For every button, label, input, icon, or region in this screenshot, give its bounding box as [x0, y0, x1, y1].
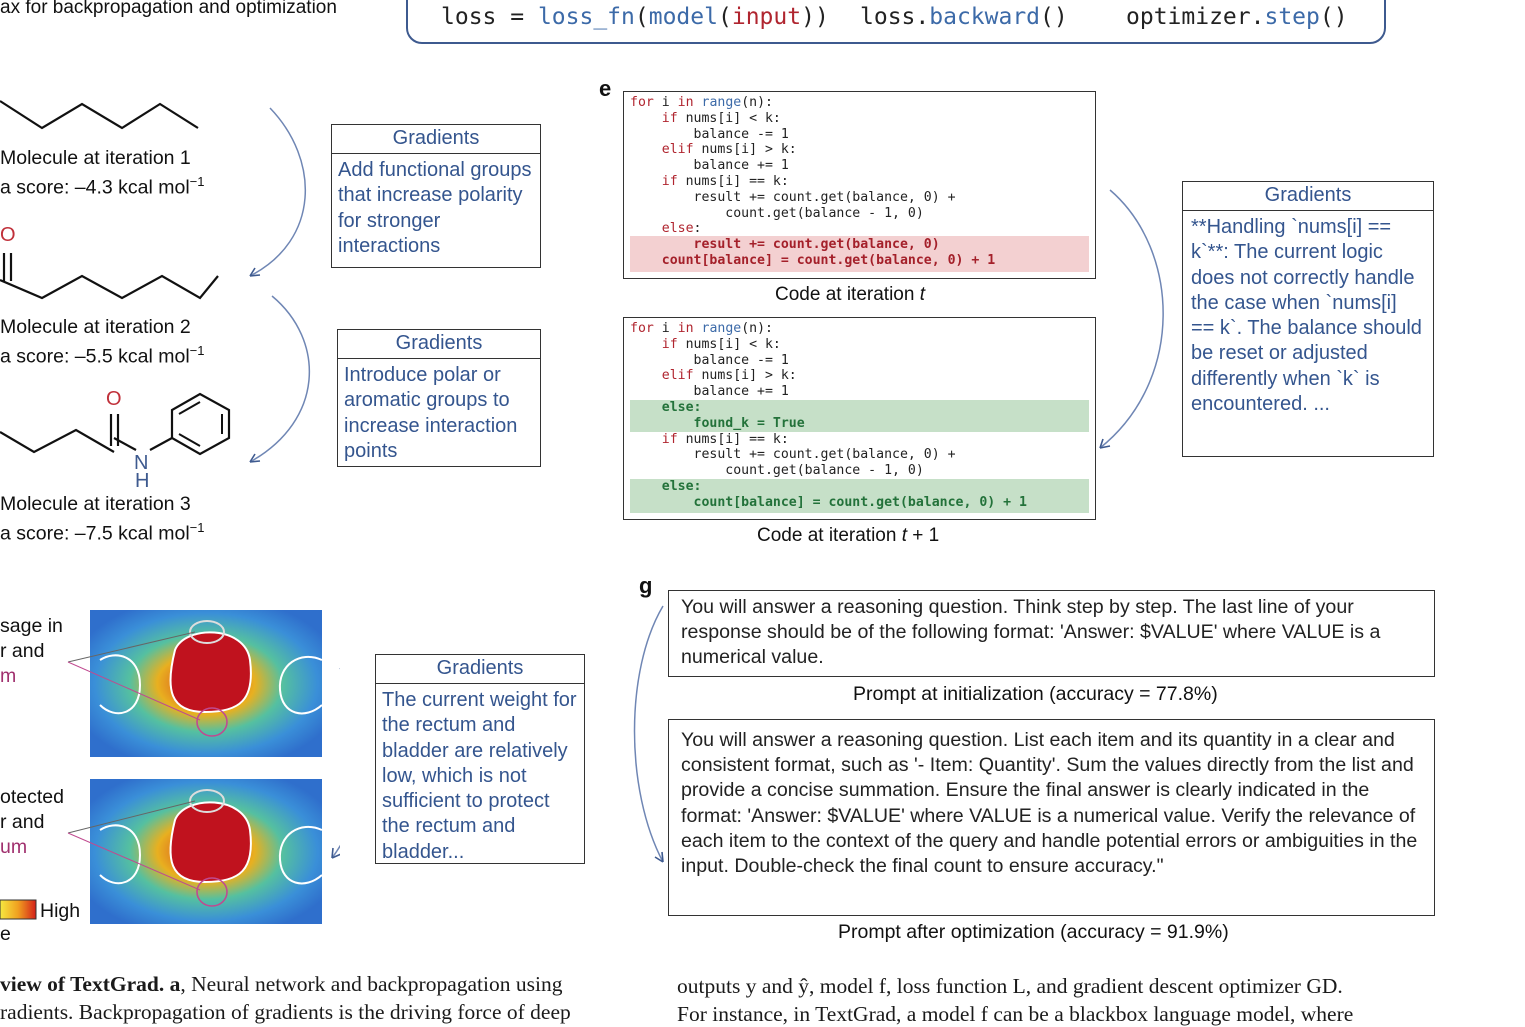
molecule-3-chain [0, 428, 115, 454]
colorbar [0, 899, 37, 920]
code-t1-line-3: balance -= 1 [630, 352, 789, 368]
molecule-2-score: a score: –5.5 kcal mol−1 [0, 343, 205, 368]
prompt-gradient-arrow [633, 605, 664, 863]
panel-letter-g: g [639, 573, 653, 598]
code-t1-line-9: result += count.get(balance, 0) + [630, 447, 956, 463]
panel-caption-top-left: ax for backpropagation and optimization [0, 0, 337, 18]
code-t1-line-1: for i in range(n): [630, 321, 773, 336]
gradient-box-text: Introduce polar or aromatic groups to in… [344, 364, 518, 462]
code-forward-expression: loss = loss_fn(model(input)) [441, 4, 829, 30]
code-t-line-2: if nums[i] < k: [661, 110, 781, 126]
molecule-1-score: a score: –4.3 kcal mol−1 [0, 174, 205, 199]
code-t-line-9: else: [661, 221, 702, 237]
atom-oxygen-2: O [106, 388, 122, 410]
gradient-box-title: Gradients [338, 330, 540, 359]
code-t1-line-8: if nums[i] == k: [661, 431, 789, 447]
code-t1-line-7: found_k = True [630, 415, 805, 431]
code-t-line-3: balance -= 1 [630, 126, 789, 142]
molecule-3-score: a score: –7.5 kcal mol−1 [0, 520, 205, 545]
gradient-box-text: The current weight for the rectum and bl… [382, 689, 577, 863]
molecule-3-title: Molecule at iteration 3 [0, 493, 191, 515]
code-t1-line-6: else: [630, 400, 702, 415]
footer-right-line1: outputs y and ŷ, model f, loss function … [677, 974, 1343, 998]
rt-label-1: sage in r and m [0, 615, 63, 687]
gradient-box-text: Add functional groups that increase pola… [338, 159, 532, 257]
prompt-optimized-text: You will answer a reasoning question. Li… [681, 729, 1418, 878]
panel-letter-e: e [599, 76, 612, 101]
gradient-box-title: Gradients [1183, 182, 1433, 211]
caption-prompt-optimized: Prompt after optimization (accuracy = 91… [838, 921, 1229, 943]
gradient-box-text: **Handling `nums[i] == k`**: The current… [1191, 216, 1422, 416]
code-added-highlight-2 [630, 479, 1089, 513]
code-t1-line-12: count[balance] = count.get(balance, 0) +… [630, 494, 1027, 510]
code-t-line-4: elif nums[i] > k: [661, 142, 797, 158]
code-removed-highlight [630, 236, 1089, 272]
molecule-1-title: Molecule at iteration 1 [0, 147, 191, 169]
molecule-2-chain [0, 274, 219, 300]
footer-left-line2: radients. Backpropagation of gradients i… [0, 1000, 571, 1024]
code-t-line-7: result += count.get(balance, 0) + [630, 189, 956, 205]
code-t1-line-5: balance += 1 [630, 384, 789, 400]
gradient-box-title: Gradients [332, 125, 540, 154]
footer-left-line1: view of TextGrad. a, Neural network and … [0, 972, 563, 996]
atom-oxygen-1: O [0, 224, 16, 246]
code-summary-box [406, 0, 1386, 44]
prompt-optimized-box: You will answer a reasoning question. Li… [668, 719, 1435, 916]
prompt-initial-text: You will answer a reasoning question. Th… [681, 596, 1381, 669]
code-added-highlight-1 [630, 400, 1089, 432]
colorbar-low-label: e [0, 923, 11, 945]
gradient-box-title: Gradients [376, 655, 584, 684]
code-t-line-1: for i in range(n): [630, 95, 773, 110]
code-iteration-t-plus-1: for i in range(n): if nums[i] < k: balan… [623, 317, 1096, 520]
code-t1-line-2: if nums[i] < k: [661, 336, 781, 352]
code-step-expression: optimizer.step() [1126, 4, 1348, 30]
rt-gradient-box: Gradients The current weight for the rec… [375, 654, 585, 864]
code-t-line-11: count[balance] = count.get(balance, 0) +… [630, 253, 996, 268]
code-t1-line-4: elif nums[i] > k: [661, 368, 797, 384]
rt-label-2: otected r and um [0, 786, 64, 858]
atom-nitrogen: N [134, 452, 149, 474]
caption-code-iteration-t-plus-1: Code at iteration t + 1 [757, 525, 940, 546]
code-t-line-6: if nums[i] == k: [661, 174, 789, 189]
molecule-1-chain [0, 100, 199, 130]
code-gradient-box: Gradients **Handling `nums[i] == k`**: T… [1182, 181, 1434, 457]
molecule-gradient-box-1: Gradients Add functional groups that inc… [331, 124, 541, 268]
molecule-gradient-box-2: Gradients Introduce polar or aromatic gr… [337, 329, 541, 467]
dose-map-images [0, 610, 340, 924]
code-t1-line-11: else: [630, 479, 702, 494]
code-iteration-t: for i in range(n): if nums[i] < k: balan… [623, 91, 1096, 279]
colorbar-high-label: High [40, 900, 81, 922]
benzene-ring [170, 392, 231, 456]
caption-code-iteration-t: Code at iteration t [775, 284, 925, 305]
code-gradient-arrow [1099, 189, 1164, 449]
code-t1-line-10: count.get(balance - 1, 0) [630, 463, 924, 479]
molecule-structures [0, 100, 311, 463]
prompt-initial-box: You will answer a reasoning question. Th… [668, 590, 1435, 677]
code-t-line-5: balance += 1 [630, 158, 789, 174]
atom-hydrogen: H [135, 470, 150, 492]
code-t-line-8: count.get(balance - 1, 0) [630, 205, 924, 221]
code-backward-expression: loss.backward() [860, 4, 1068, 30]
code-t-line-10: result += count.get(balance, 0) [630, 237, 940, 253]
caption-prompt-initial: Prompt at initialization (accuracy = 77.… [853, 683, 1218, 705]
molecule-2-title: Molecule at iteration 2 [0, 316, 191, 338]
